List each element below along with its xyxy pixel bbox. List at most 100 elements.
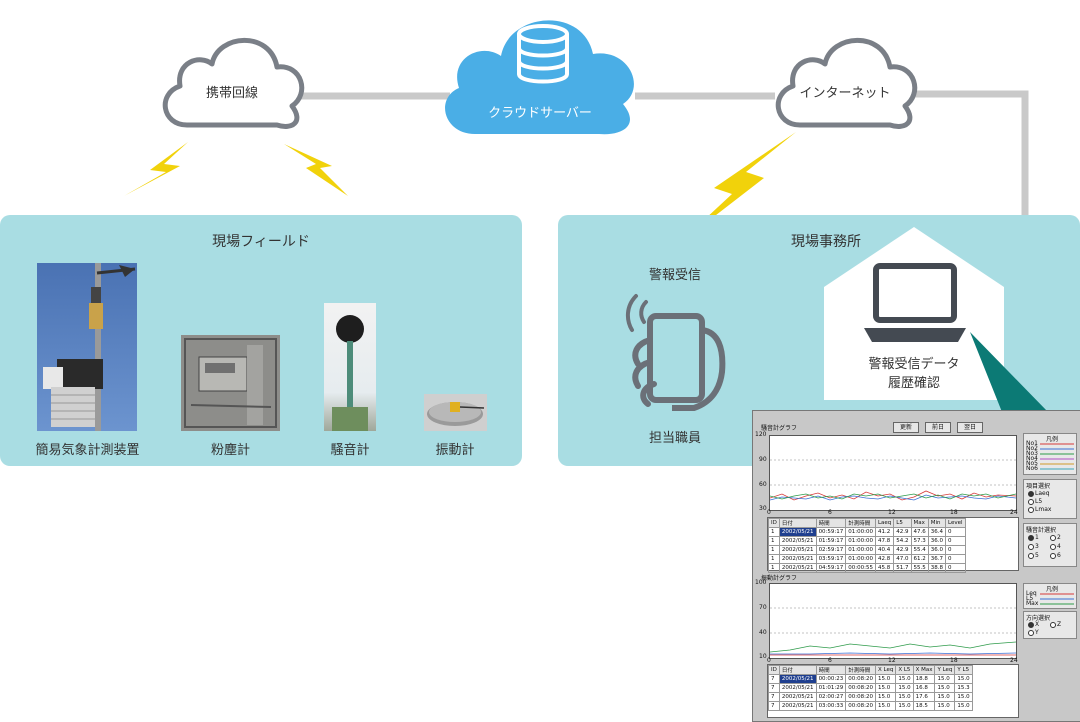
item-option-laeq[interactable]: Laeq [1028,490,1050,497]
table-cell: 55.4 [910,545,929,555]
pc-caption: 警報受信データ 履歴確認 [824,355,1004,393]
table-cell: 36.7 [927,554,947,564]
table-cell: 16.8 [912,683,936,693]
table-cell: 40.4 [874,545,895,555]
x-tick: 6 [828,657,832,664]
next-day-button[interactable]: 翌日 [957,422,983,433]
meter-option[interactable]: 3 [1028,543,1039,550]
table-cell: 57.3 [910,536,929,546]
table-header-cell: 計測時間 [845,518,876,528]
vibration-plot [769,583,1017,659]
table-cell: 15.0 [954,674,973,684]
direction-option[interactable]: Z [1050,621,1061,628]
table-cell: 00:08:20 [845,701,876,711]
table-cell: 1 [768,563,780,573]
legend-entry: L5 [1026,595,1034,602]
group-title: 騒音計選択 [1026,527,1057,534]
table-cell: 01:00:00 [845,536,876,546]
table-cell: 15.3 [954,683,973,693]
table-cell: 47.8 [874,536,895,546]
x-tick: 24 [1010,509,1018,516]
table-cell: 1 [768,554,780,564]
table-cell: 02:59:17 [815,545,847,555]
direction-select-group: 方向選択 X Z Y [1023,611,1077,639]
prev-day-button[interactable]: 前日 [925,422,951,433]
meter-option[interactable]: 5 [1028,552,1039,559]
table-cell: 00:08:20 [845,674,876,684]
table-cell: 01:00:00 [845,545,876,555]
table-cell: 0 [945,545,966,555]
x-tick: 12 [888,509,896,516]
table-cell: 2002/05/21 [778,674,817,684]
table-header-cell: ID [768,665,780,675]
meter-option[interactable]: 4 [1050,543,1061,550]
table-cell: 15.0 [895,701,914,711]
vib-legend: 凡例 Leq L5 Max [1023,583,1077,609]
direction-option[interactable]: X [1028,621,1039,628]
table-cell: 38.8 [927,563,947,573]
table-cell: 02:00:27 [815,692,847,702]
table-header-cell: X Leq [874,665,897,675]
table-cell: 01:01:29 [815,683,847,693]
table-cell: 2002/05/21 [778,554,817,564]
table-cell: 42.8 [874,554,895,564]
table-cell: 41.2 [874,527,895,537]
group-title: 項目選択 [1026,483,1051,490]
table-cell: 1 [768,536,780,546]
table-header-cell: 時間 [815,518,847,528]
table-cell: 04:59:17 [815,563,847,573]
legend-entry: No4 [1026,455,1038,462]
table-cell: 15.0 [874,701,897,711]
meter-option[interactable]: 1 [1028,534,1039,541]
table-cell: 61.2 [910,554,929,564]
table-header-cell: 日付 [778,665,817,675]
table-cell: 15.0 [954,692,973,702]
sound-meter-image [324,303,376,431]
table-cell: 15.0 [895,674,914,684]
item-option-l5[interactable]: L5 [1028,498,1042,505]
x-tick: 24 [1010,657,1018,664]
staff-label: 担当職員 [648,431,701,446]
meter-option[interactable]: 2 [1050,534,1061,541]
cloud-mobile-label: 携帯回線 [205,86,258,101]
vib-graph-title: 振動計グラフ [761,575,798,582]
legend-entry: Max [1026,600,1039,607]
table-header-cell: 日付 [778,518,817,528]
item-option-lmax[interactable]: Lmax [1028,506,1051,513]
legend-entry: No2 [1026,445,1038,452]
meter-option[interactable]: 6 [1050,552,1061,559]
table-cell: 15.0 [874,674,897,684]
y-tick: 10 [759,653,767,660]
table-cell: 47.6 [910,527,929,537]
pc-caption-line: 履歴確認 [887,376,940,391]
group-title: 方向選択 [1026,615,1051,622]
laptop-icon [864,263,966,342]
refresh-button[interactable]: 更新 [893,422,919,433]
table-cell: 0 [945,536,966,546]
table-cell: 15.0 [895,683,914,693]
direction-option[interactable]: Y [1028,629,1039,636]
legend-entry: No3 [1026,450,1038,457]
table-header-cell: Laeq [874,518,895,528]
table-cell: 47.0 [893,554,912,564]
table-cell: 2002/05/21 [778,683,817,693]
table-cell: 03:00:33 [815,701,847,711]
table-cell: 15.0 [934,683,956,693]
table-cell: 17.6 [912,692,936,702]
table-cell: 1 [768,545,780,555]
table-cell: 00:08:20 [845,683,876,693]
table-cell: 15.0 [874,683,897,693]
lightning-icon [124,142,188,196]
noise-legend: 凡例 No1 No2 No3 No4 No5 No6 [1023,433,1077,475]
